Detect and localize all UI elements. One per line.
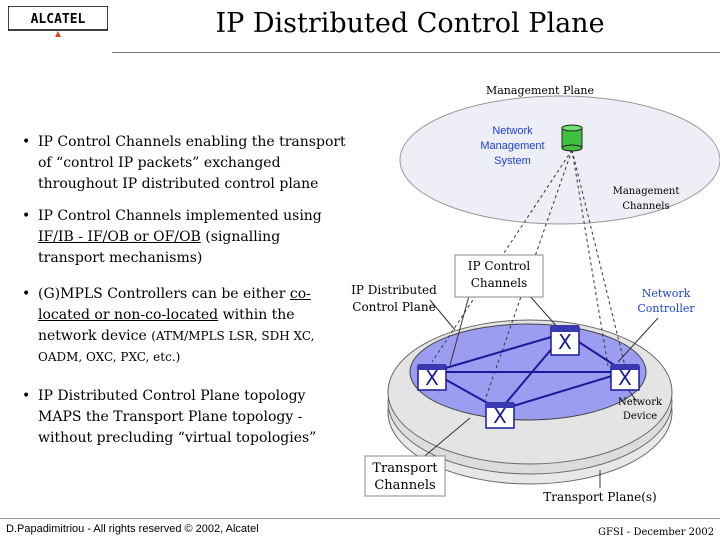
management-plane-ellipse (399, 95, 720, 225)
management-channels-label: Management Channels (612, 186, 680, 212)
svg-text:X: X (618, 366, 632, 390)
bullet-control-channels: •IP Control Channels enabling the transp… (22, 132, 352, 195)
svg-text:X: X (425, 366, 439, 390)
transport-plane-label: Transport Plane(s) (543, 490, 657, 504)
footer-divider (0, 518, 720, 519)
title-divider (112, 52, 720, 53)
switch-icon: X (550, 325, 580, 356)
bullet-topology: •IP Distributed Control Plane topology M… (22, 386, 322, 449)
bullet-text: IP Control Channels implemented using (38, 208, 322, 224)
switch-icon: X (417, 364, 447, 391)
ip-control-channels-label: IP Control Channels (467, 259, 531, 290)
svg-text:X: X (493, 404, 507, 428)
transport-channels-box (364, 455, 446, 497)
network-controller-label: Network Controller (637, 287, 695, 315)
transport-channels-label: Transport Channels (372, 461, 438, 493)
mgmt-channel-line (571, 149, 626, 367)
network-device-label: Network Device (617, 397, 663, 422)
bullet-text: (G)MPLS Controllers can be either (38, 286, 290, 302)
footer-copyright: D.Papadimitriou - All rights reserved © … (6, 523, 259, 535)
footer-event: GFSI - December 2002 (598, 527, 715, 538)
management-plane-label: Management Plane (485, 84, 595, 97)
pointer-line (617, 317, 659, 363)
nms-label: Network Management System (480, 125, 545, 167)
bullet-small-text: (ATM/MPLS LSR, SDH XC, OADM, OXC, PXC, e… (38, 329, 315, 364)
switch-icon: X (485, 402, 515, 429)
pointer-line (419, 417, 471, 461)
bullet-underlined-text: co-located or non-co-located (38, 286, 311, 323)
ip-control-channels-box (454, 254, 544, 298)
logo-text: ALCATEL (31, 12, 86, 27)
svg-text:X: X (558, 330, 572, 354)
pointer-line (429, 299, 456, 331)
bullet-text: IP Distributed Control Plane topology MA… (38, 388, 317, 446)
bullet-text: IP Control Channels enabling the transpo… (38, 134, 346, 192)
ip-distributed-control-plane-label: IP Distributed Control Plane (351, 283, 437, 314)
bullet-mpls-controllers: •(G)MPLS Controllers can be either co-lo… (22, 286, 315, 364)
alcatel-logo: ALCATEL (7, 5, 109, 37)
pointer-line (449, 284, 473, 366)
bullet-text: (signalling transport mechanisms) (38, 229, 281, 266)
bullet-underlined-text: IF/IB - IF/OB or OF/OB (38, 229, 201, 245)
switch-icon: X (610, 364, 640, 391)
page-title: IP Distributed Control Plane (215, 8, 605, 39)
mgmt-channel-line (571, 149, 609, 367)
database-icon (561, 124, 583, 152)
bullet-implementation: •IP Control Channels implemented using I… (22, 208, 322, 266)
bullet-text: within the network device (38, 307, 295, 344)
